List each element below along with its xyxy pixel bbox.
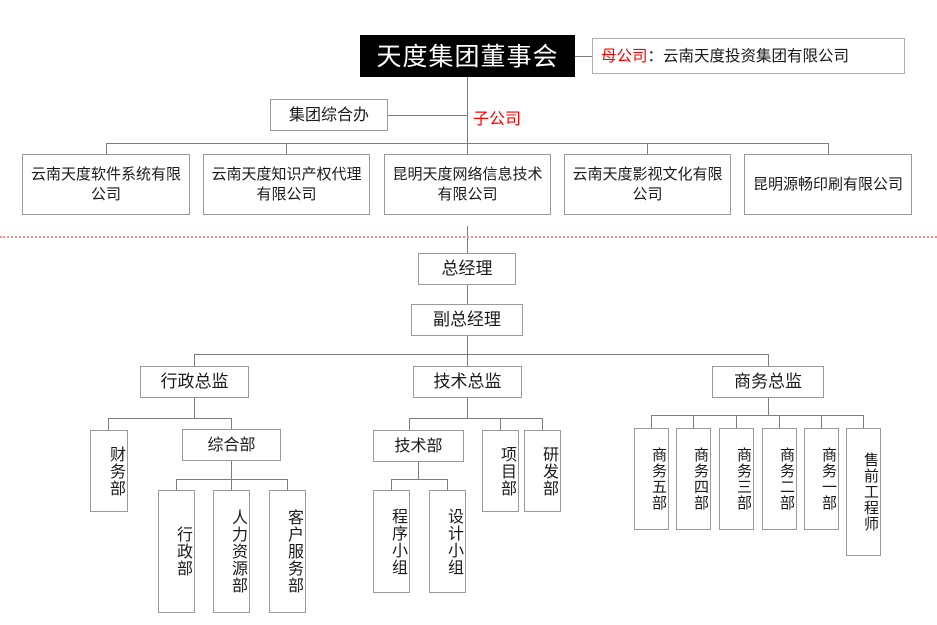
department-node-general-affairs[interactable]: 综合部 (182, 429, 281, 461)
subsidiary-node-3[interactable]: 昆明天度网络信息技术有限公司 (384, 154, 551, 215)
connector-root-trunk (467, 77, 468, 143)
general-manager-node[interactable]: 总经理 (418, 253, 516, 285)
subsidiary-tag-label: 子公司 (473, 109, 522, 128)
connector-tech-bar (409, 418, 542, 419)
department-node-human-resources[interactable]: 人力资源部 (213, 490, 250, 613)
subsidiary-node-5[interactable]: 昆明源畅印刷有限公司 (744, 154, 912, 215)
department-node-business-4[interactable]: 商务四部 (676, 428, 711, 530)
connector-drop-subsidiary-4 (647, 143, 648, 154)
section-divider (0, 236, 937, 238)
department-node-technology[interactable]: 技术部 (373, 430, 464, 462)
connector-drop-project-dept (500, 418, 501, 430)
connector-drop-director-1 (194, 354, 195, 366)
connector-tech-dept-trunk (418, 462, 419, 479)
department-node-customer-service[interactable]: 客户服务部 (269, 490, 306, 613)
subsidiary-node-1[interactable]: 云南天度软件系统有限公司 (22, 154, 190, 215)
root-node-board[interactable]: 天度集团董事会 (360, 35, 575, 77)
connector-business-bar (651, 415, 863, 416)
connector-general-affairs-trunk (231, 461, 232, 479)
team-node-program[interactable]: 程序小组 (373, 490, 410, 593)
subsidiary-node-4[interactable]: 云南天度影视文化有限公司 (564, 154, 731, 215)
connector-drop-subsidiary-1 (106, 143, 107, 154)
connector-divider-to-gm (467, 226, 468, 253)
connector-dgm-trunk (467, 336, 468, 354)
connector-gm-to-dgm (467, 285, 468, 304)
connector-drop-business-2 (779, 415, 780, 428)
connector-drop-customer-service (287, 479, 288, 490)
connector-drop-finance (108, 418, 109, 430)
department-node-administration[interactable]: 行政部 (158, 490, 195, 613)
connector-drop-design-team (447, 479, 448, 490)
connector-drop-general-affairs (231, 418, 232, 429)
connector-drop-director-2 (467, 354, 468, 366)
department-node-research-development[interactable]: 研发部 (524, 430, 561, 512)
parent-company-name: 云南天度投资集团有限公司 (663, 46, 850, 65)
department-node-presales-engineer[interactable]: 售前工程师 (846, 428, 881, 556)
director-node-admin[interactable]: 行政总监 (140, 366, 249, 398)
department-node-finance[interactable]: 财务部 (90, 430, 128, 512)
department-node-business-3[interactable]: 商务三部 (719, 428, 754, 530)
connector-group-office-to-trunk (388, 115, 467, 116)
parent-company-separator: ： (647, 46, 664, 65)
connector-tech-trunk (467, 398, 468, 418)
connector-drop-subsidiary-5 (828, 143, 829, 154)
director-node-tech[interactable]: 技术总监 (413, 366, 522, 398)
connector-drop-tech-dept (409, 418, 410, 430)
department-node-business-5[interactable]: 商务五部 (634, 428, 669, 530)
connector-business-trunk (768, 398, 769, 415)
deputy-general-manager-node[interactable]: 副总经理 (411, 304, 523, 336)
connector-admin-trunk (194, 398, 195, 418)
group-office-node[interactable]: 集团综合办 (270, 99, 388, 131)
connector-drop-subsidiary-2 (286, 143, 287, 154)
department-node-business-1[interactable]: 商务一部 (804, 428, 839, 530)
connector-root-to-parent-legend (575, 56, 592, 57)
connector-drop-hr-dept (231, 479, 232, 490)
connector-director-bar (194, 354, 768, 355)
subsidiary-node-2[interactable]: 云南天度知识产权代理有限公司 (203, 154, 370, 215)
connector-drop-business-5 (651, 415, 652, 428)
connector-tech-dept-bar (391, 479, 447, 480)
parent-company-tag: 母公司 (601, 46, 648, 65)
director-node-business[interactable]: 商务总监 (712, 366, 824, 398)
connector-admin-bar (108, 418, 231, 419)
connector-drop-presales-engineer (863, 415, 864, 428)
team-node-design[interactable]: 设计小组 (429, 490, 466, 593)
connector-drop-program-team (391, 479, 392, 490)
connector-drop-rd-dept (542, 418, 543, 430)
connector-drop-subsidiary-3 (467, 143, 468, 154)
connector-drop-business-3 (736, 415, 737, 428)
department-node-project[interactable]: 项目部 (482, 430, 519, 512)
connector-drop-business-4 (693, 415, 694, 428)
connector-drop-director-3 (768, 354, 769, 366)
connector-drop-admin-dept (176, 479, 177, 490)
parent-company-legend: 母公司：云南天度投资集团有限公司 (592, 38, 905, 74)
connector-drop-business-1 (821, 415, 822, 428)
department-node-business-2[interactable]: 商务二部 (762, 428, 797, 530)
